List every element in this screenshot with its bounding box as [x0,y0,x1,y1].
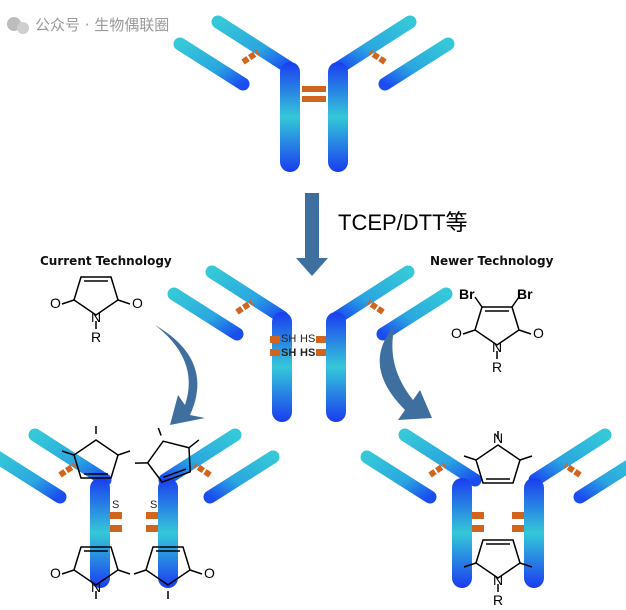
svg-text:O: O [50,565,61,581]
svg-text:S: S [150,499,157,511]
thiol-label: SH [281,347,296,359]
current-conjugate-antibody: O N O S S [0,415,273,600]
svg-text:R: R [91,329,101,345]
svg-text:公众号 · 生物偶联圈: 公众号 · 生物偶联圈 [35,16,169,34]
svg-text:O: O [451,325,462,341]
thiol-label: SH [281,333,296,345]
svg-text:N: N [493,572,503,588]
svg-text:Br: Br [517,286,533,302]
svg-text:N: N [493,430,503,446]
watermark: 公众号 · 生物偶联圈 [7,16,169,34]
dibromomaleimide-structure: Br Br O O N R [451,286,544,375]
maleimide-structure: O O N R [50,276,143,345]
svg-text:O: O [50,295,61,311]
newer-conjugate-antibody: N N R [367,430,626,608]
thiol-label: HS [300,333,315,345]
newer-technology-title: Newer Technology [430,254,554,268]
curved-arrow-right [379,325,432,420]
svg-text:N: N [91,579,101,595]
svg-text:O: O [533,325,544,341]
curved-arrow-left [155,325,205,425]
reduced-antibody: SH HS SH HS [174,272,446,422]
reagent-label: TCEP/DTT等 [338,210,468,235]
reduction-arrow [296,193,328,276]
intact-antibody [180,22,448,172]
svg-text:O: O [204,565,215,581]
svg-text:Br: Br [459,286,475,302]
hinge-disulfide-2 [302,96,326,102]
hinge-disulfide-1 [302,86,326,92]
svg-text:R: R [493,592,503,608]
svg-text:R: R [492,359,502,375]
svg-text:S: S [112,499,119,511]
svg-text:O: O [132,295,143,311]
thiol-label: HS [300,347,315,359]
current-technology-title: Current Technology [40,254,172,268]
svg-text:N: N [91,309,101,325]
svg-text:N: N [492,339,502,355]
